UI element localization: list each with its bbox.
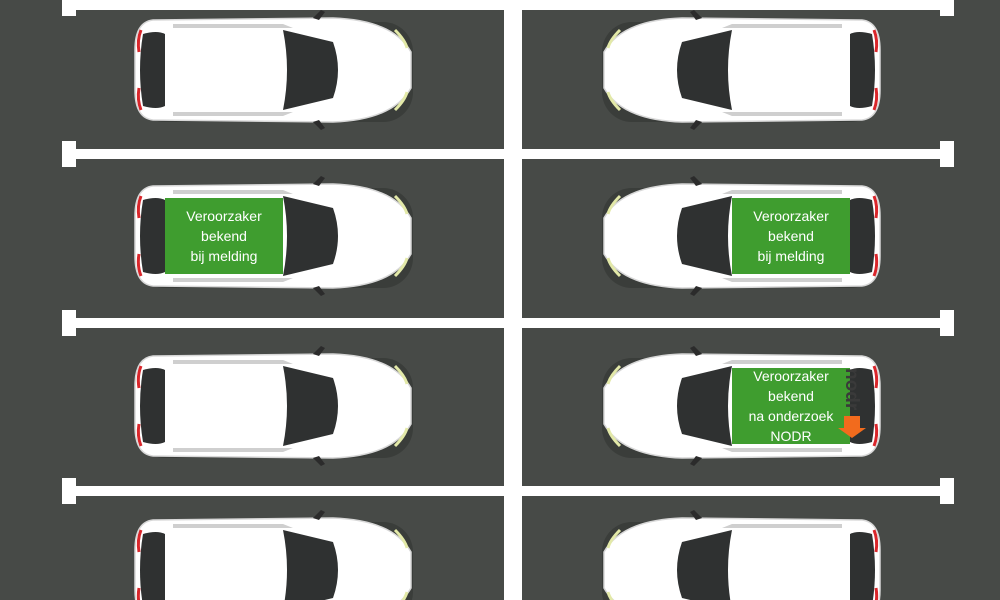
car-right-4 bbox=[602, 510, 881, 600]
car-label-line: bij melding bbox=[758, 248, 825, 264]
car-label-line: bekend bbox=[201, 228, 247, 244]
label-panel bbox=[732, 368, 850, 444]
car-right-1 bbox=[602, 10, 881, 130]
car-left-1 bbox=[134, 10, 413, 130]
car-label-line: na onderzoek bbox=[749, 408, 835, 424]
car-left-3 bbox=[134, 346, 413, 466]
top-line-right bbox=[522, 0, 954, 16]
nodr-logo-icon: nodr bbox=[838, 368, 866, 438]
car-label-line: bekend bbox=[768, 228, 814, 244]
car-label-line: Veroorzaker bbox=[186, 208, 262, 224]
car-label-line: NODR bbox=[770, 428, 811, 444]
car-label-line: Veroorzaker bbox=[753, 368, 829, 384]
car-left-4 bbox=[134, 510, 413, 600]
top-line-left bbox=[62, 0, 504, 16]
label-panel bbox=[732, 198, 850, 274]
separator-line-2 bbox=[62, 310, 954, 336]
car-label-line: bekend bbox=[768, 388, 814, 404]
nodr-logo-text: nodr bbox=[841, 368, 862, 411]
label-panel bbox=[165, 198, 283, 274]
car-label-line: bij melding bbox=[191, 248, 258, 264]
car-right-2: Veroorzaker bekend bij melding bbox=[602, 176, 881, 296]
car-left-2: Veroorzaker bekend bij melding bbox=[134, 176, 413, 296]
separator-line-1 bbox=[62, 141, 954, 167]
car-label-line: Veroorzaker bbox=[753, 208, 829, 224]
separator-line-3 bbox=[62, 478, 954, 504]
center-divider-line bbox=[504, 0, 522, 600]
